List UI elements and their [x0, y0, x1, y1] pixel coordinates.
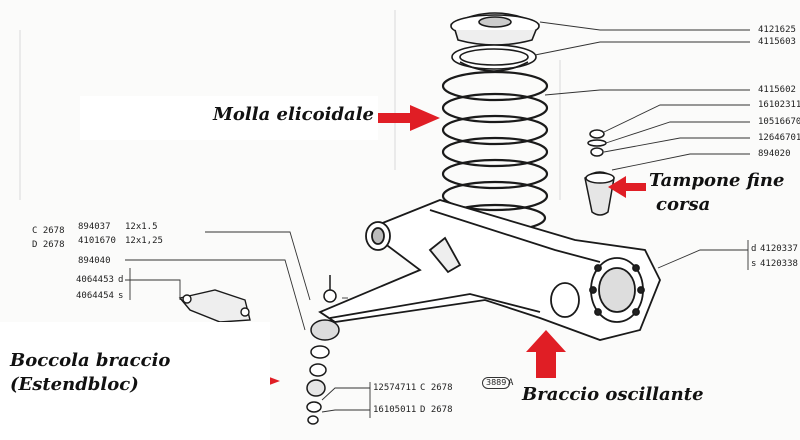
callout-bushing-line1: Boccola braccio: [10, 350, 171, 371]
part-number: 894037: [78, 222, 111, 232]
arrow-to-control-arm: [526, 330, 566, 378]
bushing-label-box: [0, 322, 270, 440]
part-number: 894020: [758, 149, 791, 159]
part-number: 4115603: [758, 37, 796, 47]
part-number: 4101670: [78, 236, 116, 246]
arrow-to-bump-stop: [608, 176, 646, 198]
part-number: 4120338: [760, 259, 798, 269]
bushing-stack: [306, 275, 340, 425]
part-number: 16102311: [758, 100, 800, 110]
arrow-to-spring: [377, 105, 440, 131]
background-scan-traces: [19, 10, 561, 200]
part-number: 4064454: [76, 291, 114, 301]
part-number: 894040: [78, 256, 111, 266]
part-suffix: D 2678: [420, 405, 453, 415]
part-prefix: C 2678: [32, 226, 65, 236]
part-number: 12574711: [373, 383, 417, 393]
part-number: 4115602: [758, 85, 796, 95]
part-spec: 12x1,25: [125, 236, 163, 246]
left-bracket: [178, 289, 251, 323]
part-side: d: [751, 244, 757, 254]
callout-control-arm: Braccio oscillante: [522, 384, 704, 405]
part-suffix: C 2678: [420, 383, 453, 393]
part-number: 10516670: [758, 117, 800, 127]
part-spec: 12x1.5: [125, 222, 158, 232]
part-number: 16105011: [373, 405, 417, 415]
part-number: 4120337: [760, 244, 798, 254]
part-side: s: [751, 259, 757, 269]
part-side: s: [118, 291, 124, 301]
bump-stop: [584, 129, 615, 216]
part-number: 4064453: [76, 275, 114, 285]
part-prefix: D 2678: [32, 240, 65, 250]
spring-label-box: [80, 96, 378, 140]
part-side: d: [118, 275, 124, 285]
callout-bump-stop-line2: corsa: [656, 194, 711, 215]
leader-lines: [125, 21, 750, 418]
part-number: 4121625: [758, 25, 796, 35]
callout-bump-stop-line1: Tampone fine: [649, 170, 785, 191]
callout-bushing-line2: (Estendbloc): [10, 374, 139, 395]
part-number: 12646701: [758, 133, 800, 143]
callout-spring: Molla elicoidale: [213, 104, 375, 125]
figure-reference: 3889: [482, 377, 511, 389]
figure-reference-letter: A: [508, 378, 514, 388]
top-mount: [449, 12, 541, 72]
control-arm: [318, 199, 661, 341]
